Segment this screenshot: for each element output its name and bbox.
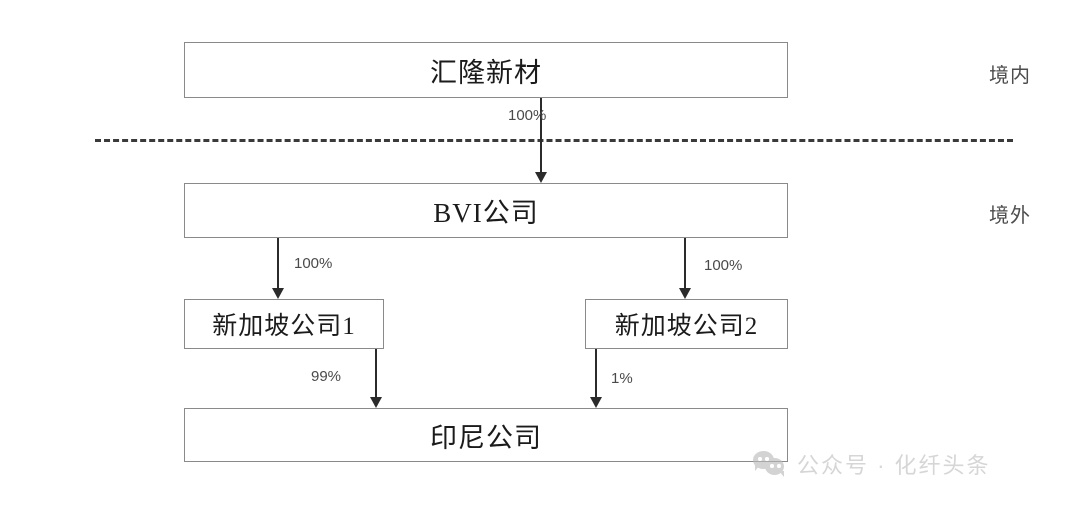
edge-label-parent-to-bvi: 100% (508, 107, 547, 124)
arrowhead-singapore-1-to-indonesia (370, 397, 382, 408)
watermark: 公众号 · 化纤头条 (753, 448, 991, 480)
node-bvi-company: BVI公司 (184, 183, 788, 238)
node-indonesia-company: 印尼公司 (184, 408, 788, 462)
arrowhead-bvi-to-singapore-1 (272, 288, 284, 299)
edge-label-singapore-2-to-indonesia: 1% (611, 370, 633, 387)
arrowhead-parent-to-bvi (535, 172, 547, 183)
edge-label-bvi-to-singapore-2: 100% (704, 257, 743, 274)
connector-parent-to-bvi (540, 98, 542, 172)
connector-bvi-to-singapore-2 (684, 238, 686, 288)
region-divider-line (95, 139, 1013, 142)
watermark-text: 公众号 · 化纤头条 (797, 453, 991, 478)
region-label-domestic: 境内 (989, 65, 1031, 87)
wechat-dot-4 (777, 464, 781, 468)
node-parent-company: 汇隆新材 (184, 42, 788, 98)
wechat-icon (753, 450, 787, 478)
connector-bvi-to-singapore-1 (277, 238, 279, 288)
wechat-tail-small (779, 471, 784, 477)
connector-singapore-2-to-indonesia (595, 349, 597, 397)
arrowhead-singapore-2-to-indonesia (590, 397, 602, 408)
edge-label-bvi-to-singapore-1: 100% (294, 255, 333, 272)
edge-label-singapore-1-to-indonesia: 99% (311, 368, 342, 385)
arrowhead-bvi-to-singapore-2 (679, 288, 691, 299)
wechat-bubble-small (765, 458, 784, 475)
wechat-dot-1 (758, 457, 762, 461)
node-singapore-company-2: 新加坡公司2 (585, 299, 788, 349)
node-singapore-company-1: 新加坡公司1 (184, 299, 384, 349)
wechat-dot-2 (765, 457, 769, 461)
region-label-overseas: 境外 (989, 205, 1031, 227)
connector-singapore-1-to-indonesia (375, 349, 377, 397)
wechat-dot-3 (770, 464, 774, 468)
wechat-tail-large (755, 465, 760, 471)
